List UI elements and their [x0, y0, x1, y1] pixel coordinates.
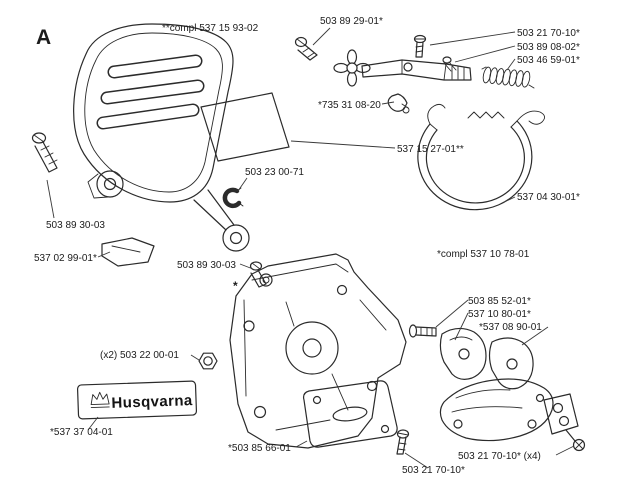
nut-drawing — [198, 352, 218, 370]
screw-left-drawing — [31, 132, 58, 173]
part-label-503-46-59-01: 503 46 59-01* — [517, 55, 580, 66]
pawl-drawing — [101, 237, 155, 267]
clutch-cover-drawing — [229, 253, 407, 449]
part-label-503-21-70-10-bottom: 503 21 70-10* — [402, 465, 465, 476]
leader-lines — [46, 27, 575, 469]
husqvarna-crown-icon — [90, 391, 110, 409]
part-label-503-89-08-02: 503 89 08-02* — [517, 42, 580, 53]
part-label-503-85-66-01: *503 85 66-01 — [228, 443, 291, 454]
part-label-537-15-27-01: 537 15 27-01** — [397, 144, 464, 155]
brand-wordmark: Husqvarna — [111, 392, 193, 412]
part-label-503-21-70-10-x4: 503 21 70-10* (x4) — [458, 451, 541, 462]
guide-plate-drawing — [302, 380, 398, 448]
part-label-537-04-30-01: 537 04 30-01* — [517, 192, 580, 203]
husqvarna-plate: Husqvarna — [76, 380, 198, 420]
part-label-503-89-30-03-mid: 503 89 30-03 — [177, 260, 236, 271]
hand-guard-drawing — [73, 23, 250, 252]
decal-sheet-drawing — [200, 92, 290, 162]
part-label-537-37-04-01: *537 37 04-01 — [50, 427, 113, 438]
part-label-compl-537-10-78-01: *compl 537 10 78-01 — [437, 249, 530, 260]
part-label-503-23-00-71: 503 23 00-71 — [245, 167, 304, 178]
part-label-537-10-80-01: 537 10 80-01* — [468, 309, 531, 320]
part-label-537-08-90-01: *537 08 90-01 — [479, 322, 542, 333]
brake-mechanism-drawing — [294, 34, 535, 114]
tensioner-assembly-drawing — [396, 324, 586, 455]
part-label-503-22-00-01: (x2) 503 22 00-01 — [100, 350, 179, 361]
brake-band-drawing — [417, 103, 545, 211]
part-label-537-02-99-01: 537 02 99-01* — [34, 253, 97, 264]
part-label-503-85-52-01: 503 85 52-01* — [468, 296, 531, 307]
section-label: A — [36, 26, 51, 49]
part-label-503-89-30-03-left: 503 89 30-03 — [46, 220, 105, 231]
part-label-503-21-70-10-top: 503 21 70-10* — [517, 28, 580, 39]
part-label-735-31-08-20: *735 31 08-20 — [318, 100, 381, 111]
part-label-compl-537-15-93-02: **compl 537 15 93-02 — [162, 23, 259, 34]
part-label-503-89-29-01: 503 89 29-01* — [320, 16, 383, 27]
clip-drawing — [222, 187, 244, 209]
asterisk-marker: * — [233, 279, 238, 293]
